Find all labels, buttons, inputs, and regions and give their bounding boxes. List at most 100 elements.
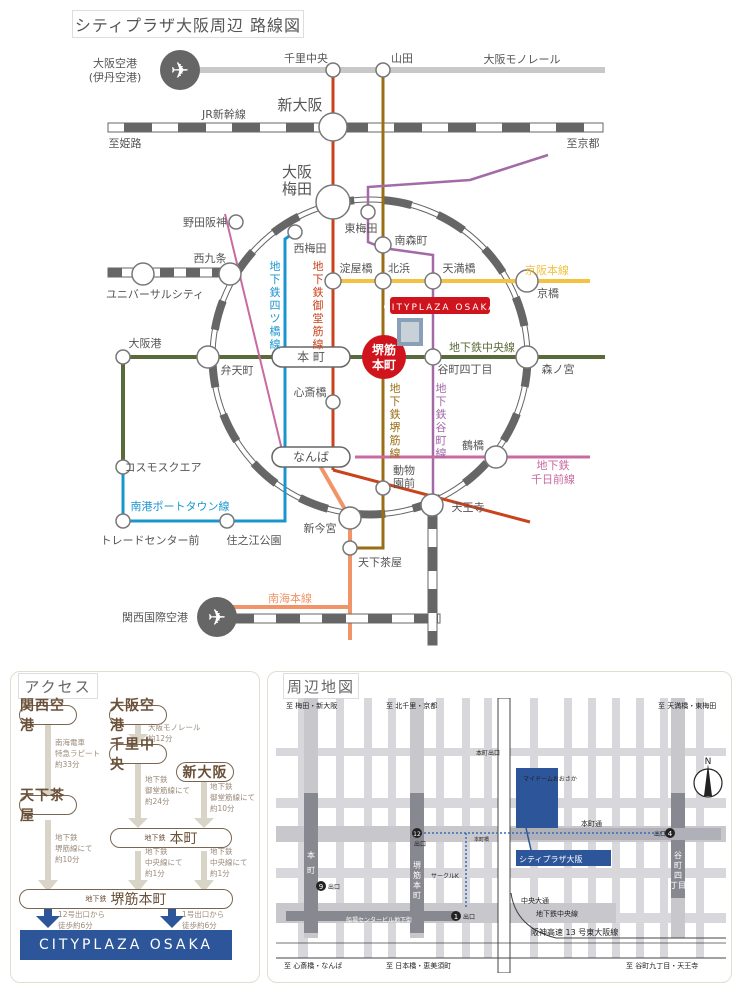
label-morinomiya: 森ノ宮 xyxy=(542,362,575,376)
station-kitahama[interactable] xyxy=(374,272,392,290)
exit-12-marker[interactable]: 12 xyxy=(412,828,422,838)
hanshin1-expressway xyxy=(497,698,511,973)
label-hanshin13: 阪神高速 13 号東大阪線 xyxy=(531,927,618,937)
svg-text:堂: 堂 xyxy=(313,312,324,325)
station-sakaisuji-honmachi[interactable] xyxy=(362,335,406,379)
station-dobutsuenmae[interactable] xyxy=(375,480,391,496)
honmachi-dori-band xyxy=(501,828,721,840)
label-itami-sub: (伊丹空港) xyxy=(89,70,142,84)
svg-text:✈: ✈ xyxy=(171,59,189,84)
svg-text:下: 下 xyxy=(270,273,281,286)
station-bentencho[interactable] xyxy=(196,345,220,369)
station-osakako[interactable] xyxy=(115,349,131,365)
svg-text:N: N xyxy=(705,757,712,767)
label-exit1: 出口 xyxy=(463,913,475,921)
svg-text:地: 地 xyxy=(270,260,281,273)
station-nodahanshin[interactable] xyxy=(228,214,244,230)
label-chuo-odori: 中央大通 xyxy=(521,896,549,905)
station-yodoyabashi[interactable] xyxy=(324,272,342,290)
area-map: 12 9 1 4 N 至 梅田・新大阪 至 北千里・京都 至 天満橋・東梅田 至… xyxy=(276,698,726,973)
label-sakaisuji-station: 堺 xyxy=(413,860,421,870)
svg-text:ツ: ツ xyxy=(270,312,281,325)
note-honmachi-b: 地下鉄中央線にて約1分 xyxy=(210,847,248,878)
svg-text:橋: 橋 xyxy=(270,324,281,338)
station-tanimachi4[interactable] xyxy=(424,348,442,366)
label-nodahanshin: 野田阪神 xyxy=(183,215,227,229)
north-compass-icon: N xyxy=(693,757,723,798)
svg-text:鉄: 鉄 xyxy=(436,407,447,421)
station-minamimorimachi[interactable] xyxy=(374,236,392,254)
hotel-callout[interactable] xyxy=(516,850,611,866)
station-shinimamiya[interactable] xyxy=(338,506,362,530)
area-map-title: 周辺地図 xyxy=(283,673,359,699)
label-kitahama: 北浜 xyxy=(388,262,410,275)
svg-text:線: 線 xyxy=(270,337,281,351)
access-title: アクセス xyxy=(18,673,98,699)
label-tanimachi4: 谷町四丁目 xyxy=(438,363,493,376)
svg-text:下: 下 xyxy=(313,273,324,286)
dir-bottom-right: 至 谷町九丁目・天王寺 xyxy=(626,961,698,970)
svg-text:線: 線 xyxy=(436,446,447,460)
label-chuo: 地下鉄中央線 xyxy=(449,340,515,354)
station-higashiumeda[interactable] xyxy=(360,204,376,220)
label-honmachi-station-2: 町 xyxy=(307,866,315,875)
station-umeda[interactable] xyxy=(315,184,351,220)
senba-center-block xyxy=(286,911,456,921)
dir-bottom-left: 至 心斎橋・なんば xyxy=(284,961,342,970)
svg-text:鉄: 鉄 xyxy=(390,407,401,421)
station-tennoji[interactable] xyxy=(420,493,444,517)
station-honmachi[interactable] xyxy=(271,346,351,368)
exit-1-marker[interactable]: 1 xyxy=(451,911,461,921)
station-morinomiya[interactable] xyxy=(515,345,539,369)
station-tengachaya[interactable] xyxy=(342,540,358,556)
hotel-photo-building xyxy=(401,322,419,342)
label-tenmabashi: 天満橋 xyxy=(443,261,476,275)
station-nishiumeda[interactable] xyxy=(287,224,303,240)
route-map: ✈ ✈ xyxy=(89,50,605,646)
hotel-badge xyxy=(390,297,490,314)
station-cosmosquare[interactable] xyxy=(115,459,131,475)
label-nishiumeda: 西梅田 xyxy=(294,241,327,255)
label-umeda-2: 梅田 xyxy=(282,180,312,198)
exit-9-marker[interactable]: 9 xyxy=(316,881,326,891)
station-kyobashi[interactable] xyxy=(515,269,539,293)
label-sennichimae-1: 地下鉄 xyxy=(537,458,570,472)
label-umeda-1: 大阪 xyxy=(282,163,312,181)
note-exit1: 1号出口から徒歩約6分 xyxy=(182,910,225,930)
station-yamada[interactable] xyxy=(375,62,391,78)
station-tradecenter[interactable] xyxy=(115,513,131,529)
station-nishikujo[interactable] xyxy=(218,262,242,286)
access-destination[interactable]: CITYPLAZA OSAKA xyxy=(20,930,232,960)
label-honmachi: 本 町 xyxy=(297,350,325,364)
label-tanimachi4-station-4: 丁目 xyxy=(670,881,686,890)
station-tsuruhashi[interactable] xyxy=(484,445,508,469)
honmachi-label: 本町 xyxy=(169,831,198,847)
hotel-block[interactable] xyxy=(516,768,558,828)
label-exit4: 出口 xyxy=(654,830,666,838)
station-namba[interactable] xyxy=(271,446,351,468)
note-itami: 大阪モノレール約12分 xyxy=(148,723,201,743)
honmachi-prefix: 地下鉄 xyxy=(144,834,166,842)
sakaisuji-prefix: 地下鉄 xyxy=(85,895,107,903)
label-nankai: 南海本線 xyxy=(268,591,312,605)
station-shinsaibashi[interactable] xyxy=(325,394,341,410)
label-sakaisuji-station-4: 町 xyxy=(413,891,421,900)
note-kix: 南海電車特急ラピート約33分 xyxy=(55,738,100,769)
label-yodoyabashi: 淀屋橋 xyxy=(340,261,373,275)
station-usj[interactable] xyxy=(131,262,155,286)
honmachi-station-block xyxy=(304,793,318,933)
exit-4-marker[interactable]: 4 xyxy=(665,828,675,838)
label-honmachi-dori: 本町通 xyxy=(581,819,602,828)
station-senrichuo[interactable] xyxy=(325,62,341,78)
svg-text:鉄: 鉄 xyxy=(313,285,324,299)
note-tengachaya: 地下鉄堺筋線にて約10分 xyxy=(55,833,93,864)
station-tenmabashi[interactable] xyxy=(424,272,442,290)
label-tengachaya: 天下茶屋 xyxy=(358,556,402,569)
station-shinosaka[interactable] xyxy=(318,112,348,142)
label-usj: ユニバーサルシティ xyxy=(106,288,204,301)
station-suminoe[interactable] xyxy=(219,513,235,529)
